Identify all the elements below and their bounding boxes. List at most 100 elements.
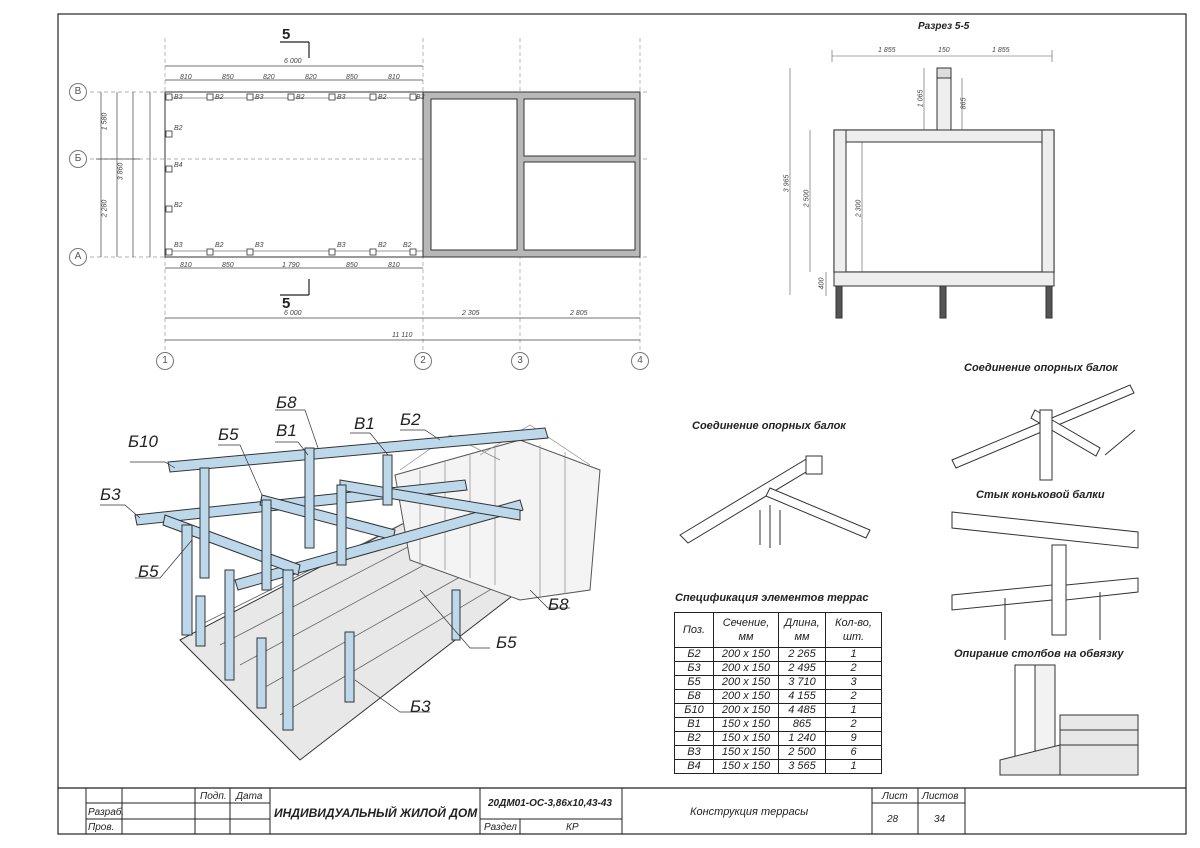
dim-left-2: 3 860 xyxy=(117,162,125,181)
detail-ridge-caption: Стык коньковой балки xyxy=(976,489,1105,501)
cell-pos: В1 xyxy=(674,717,714,732)
spacing-top: 820 xyxy=(263,74,275,81)
cell-length: 2 495 xyxy=(778,661,826,676)
post-tag: В3 xyxy=(255,94,264,101)
post-tag: В4 xyxy=(174,162,183,169)
spec-header-qty: Кол-во, шт. xyxy=(825,612,882,648)
detail-joint-right xyxy=(951,384,1136,481)
cell-section: 200 x 150 xyxy=(713,647,779,662)
label-b8-top: Б8 xyxy=(276,393,297,412)
section-dim-top: 1 855 xyxy=(878,47,896,54)
dim-bottom-3: 2 805 xyxy=(570,310,588,317)
axis-number-4: 4 xyxy=(631,352,649,370)
cell-section: 150 x 150 xyxy=(713,717,779,732)
spec-header-length: Длина, мм xyxy=(778,612,826,648)
spacing-top: 810 xyxy=(180,74,192,81)
cell-qty: 3 xyxy=(825,675,882,690)
cell-pos: В3 xyxy=(674,745,714,760)
tb-razrab: Разраб. xyxy=(88,807,125,818)
cell-length: 1 240 xyxy=(778,731,826,746)
label-b10: Б10 xyxy=(128,432,158,451)
section-dim-v: 400 xyxy=(818,277,826,290)
cell-section: 150 x 150 xyxy=(713,745,779,760)
post-tag: В3 xyxy=(255,242,264,249)
cell-pos: Б10 xyxy=(674,703,714,718)
axis-number-1: 1 xyxy=(156,352,174,370)
tb-code: 20ДМ01-ОС-3,86х10,43-43 xyxy=(488,798,612,809)
cell-length: 4 485 xyxy=(778,703,826,718)
tb-sheet-name: Конструкция террасы xyxy=(690,806,809,818)
cell-length: 4 155 xyxy=(778,689,826,704)
cell-qty: 2 xyxy=(825,661,882,676)
axis-number-3: 3 xyxy=(511,352,529,370)
post-tag: В3 xyxy=(337,94,346,101)
cell-section: 200 x 150 xyxy=(713,675,779,690)
post-tag: В2 xyxy=(403,242,412,249)
spec-header-row: Поз. Сечение, мм Длина, мм Кол-во, шт. xyxy=(674,612,882,648)
section-mark-top: 5 xyxy=(282,26,291,43)
tb-list: 28 xyxy=(887,814,899,825)
axis-letter-v: В xyxy=(69,83,87,101)
cell-section: 200 x 150 xyxy=(713,703,779,718)
cell-section: 200 x 150 xyxy=(713,689,779,704)
cell-length: 865 xyxy=(778,717,826,732)
section-5-5 xyxy=(789,50,1055,319)
cell-section: 150 x 150 xyxy=(713,731,779,746)
spacing-top: 850 xyxy=(222,74,234,81)
cell-pos: В2 xyxy=(674,731,714,746)
cell-qty: 6 xyxy=(825,745,882,760)
section-dim-top: 1 855 xyxy=(992,47,1010,54)
dim-bottom-1: 6 000 xyxy=(284,310,302,317)
spacing-bottom: 810 xyxy=(388,262,400,269)
detail-ridge xyxy=(951,511,1139,640)
section-dim-v: 1 065 xyxy=(917,89,925,108)
label-b5-top: Б5 xyxy=(218,425,239,444)
post-tag: В2 xyxy=(215,94,224,101)
spacing-bottom: 850 xyxy=(222,262,234,269)
cell-qty: 2 xyxy=(825,689,882,704)
post-tag: В3 xyxy=(337,242,346,249)
axis-letter-a: А xyxy=(69,248,87,266)
spacing-bottom: 810 xyxy=(180,262,192,269)
detail-post-support-caption: Опирание столбов на обвязку xyxy=(954,648,1124,660)
title-block-grid xyxy=(85,788,966,834)
section-dim-top: 150 xyxy=(938,47,950,54)
cell-section: 200 x 150 xyxy=(713,661,779,676)
tb-project: ИНДИВИДУАЛЬНЫЙ ЖИЛОЙ ДОМ xyxy=(274,806,478,820)
spacing-bottom: 1 790 xyxy=(282,262,300,269)
cell-length: 3 565 xyxy=(778,759,826,774)
label-v1-left: В1 xyxy=(276,421,297,440)
detail-joint-left-caption: Соединение опорных балок xyxy=(692,420,846,432)
tb-lists-label: Листов xyxy=(922,791,959,802)
cell-pos: Б8 xyxy=(674,689,714,704)
spacing-top: 810 xyxy=(388,74,400,81)
cell-qty: 1 xyxy=(825,759,882,774)
tb-data: Дата xyxy=(236,791,263,802)
axis-number-2: 2 xyxy=(414,352,432,370)
axis-letter-b: Б xyxy=(69,150,87,168)
tb-razdel: КР xyxy=(566,822,579,833)
post-tag: В2 xyxy=(215,242,224,249)
spacing-bottom: 850 xyxy=(346,262,358,269)
spec-header-section: Сечение, мм xyxy=(713,612,779,648)
section-dim-v: 865 xyxy=(960,97,968,110)
post-tag: В2 xyxy=(174,125,183,132)
cell-pos: В4 xyxy=(674,759,714,774)
detail-joint-right-caption: Соединение опорных балок xyxy=(964,362,1118,374)
label-b3-left: Б3 xyxy=(100,485,121,504)
post-tag: В2 xyxy=(378,242,387,249)
post-tag: В3 xyxy=(174,242,183,249)
cell-section: 150 x 150 xyxy=(713,759,779,774)
section-title: Разрез 5-5 xyxy=(918,21,970,32)
cell-pos: Б5 xyxy=(674,675,714,690)
section-mark-bottom: 5 xyxy=(282,295,291,312)
detail-joint-left xyxy=(679,455,871,548)
tb-podp: Подп. xyxy=(200,791,227,802)
